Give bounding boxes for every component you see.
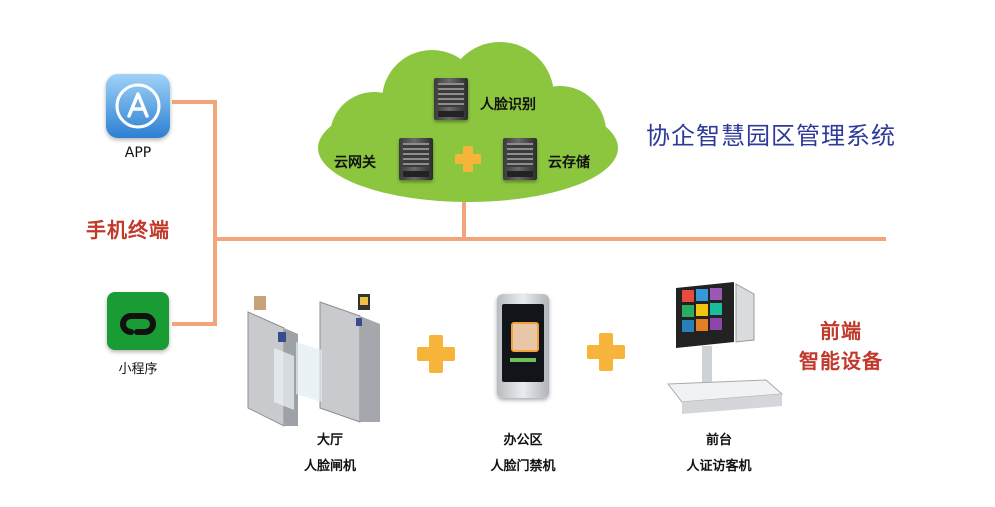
device-gate-line1: 大厅 — [316, 433, 343, 448]
kiosk-screen — [676, 282, 734, 348]
face-access-terminal-image — [497, 294, 549, 398]
face-recognition-server-icon — [434, 78, 468, 120]
device-gate-caption: 大厅 人脸闸机 — [280, 431, 380, 477]
device-terminal-line1: 办公区 — [503, 433, 543, 448]
cloud-shape — [318, 42, 618, 202]
mobile-terminal-label: 手机终端 — [86, 218, 170, 242]
system-title: 协企智慧园区管理系统 — [646, 122, 896, 150]
app-store-glyph-icon — [115, 83, 161, 129]
device-kiosk-line2: 人证访客机 — [686, 459, 752, 474]
frontend-title-line2: 智能设备 — [799, 349, 883, 373]
frontend-title: 前端 智能设备 — [786, 316, 896, 376]
device-terminal-line2: 人脸门禁机 — [490, 459, 556, 474]
cloud-face-recognition-label: 人脸识别 — [480, 97, 536, 113]
cloud-storage-server-icon — [503, 138, 537, 180]
terminal-screen — [502, 304, 544, 382]
plus-icon-2 — [587, 333, 625, 371]
connector-main-bus — [213, 237, 886, 241]
device-kiosk-line1: 前台 — [705, 433, 732, 448]
cloud-gateway-server-icon — [399, 138, 433, 180]
miniprogram-label: 小程序 — [118, 362, 158, 377]
app-label: APP — [124, 145, 152, 161]
cloud-gateway-label: 云网关 — [334, 155, 376, 171]
terminal-face-frame — [511, 322, 539, 352]
device-gate-line2: 人脸闸机 — [303, 459, 356, 474]
miniprogram-icon[interactable] — [107, 292, 169, 350]
connector-cloud-down — [462, 196, 466, 239]
plus-icon-1 — [417, 335, 455, 373]
connector-app — [172, 100, 216, 104]
face-gate-device-image — [247, 294, 380, 427]
cloud-plus-icon — [455, 146, 481, 172]
visitor-kiosk-device-image — [667, 282, 784, 414]
cloud-fill — [318, 42, 618, 202]
connector-mobile-vertical — [213, 100, 217, 326]
app-store-icon[interactable] — [106, 74, 170, 138]
device-kiosk-caption: 前台 人证访客机 — [664, 431, 774, 477]
device-terminal-caption: 办公区 人脸门禁机 — [468, 431, 578, 477]
connector-miniprogram — [172, 322, 216, 326]
terminal-status-bar — [510, 358, 536, 362]
miniprogram-glyph-icon — [120, 313, 156, 335]
frontend-title-line1: 前端 — [820, 319, 862, 343]
cloud-storage-label: 云存储 — [548, 155, 590, 171]
